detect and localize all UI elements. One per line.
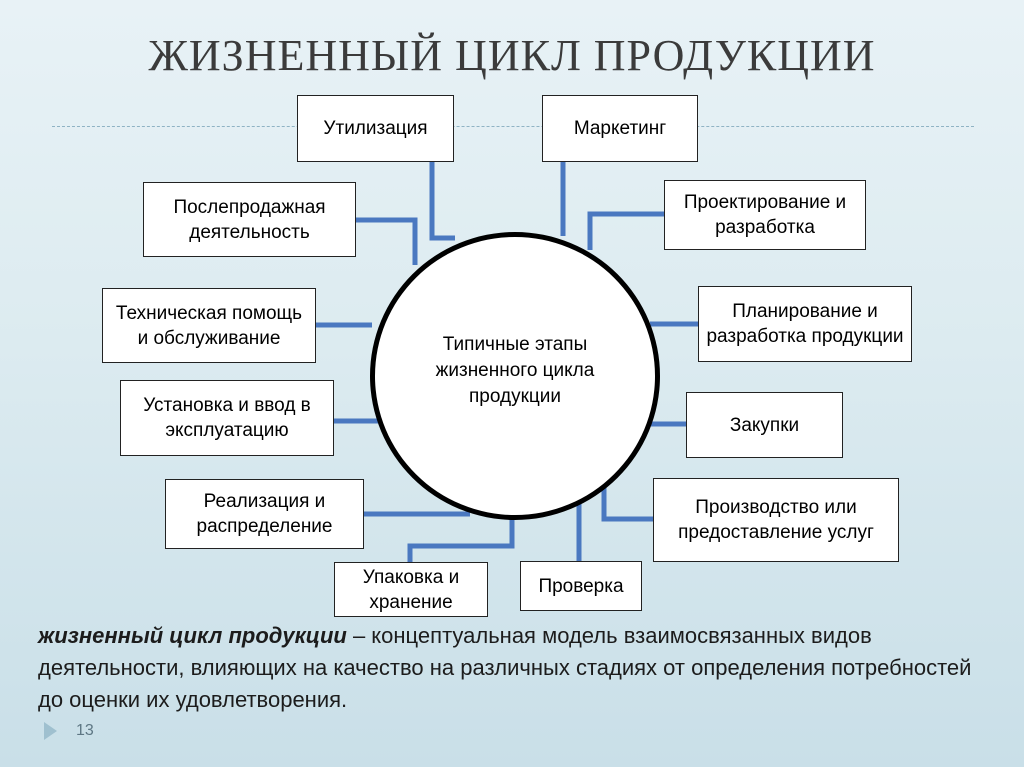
stage-installation: Установка и ввод в эксплуатацию: [120, 380, 334, 456]
definition-body: – концептуальная модель взаимосвязанных …: [38, 623, 972, 712]
stage-production: Производство или предоставление услуг: [653, 478, 899, 562]
stage-marketing: Маркетинг: [542, 95, 698, 162]
connector-design: [587, 211, 664, 250]
stage-inspection: Проверка: [520, 561, 642, 611]
slide-arrow-icon: [44, 722, 57, 740]
center-circle-label: Типичные этапы жизненного цикла продукци…: [435, 334, 595, 407]
stage-packaging: Упаковка и хранение: [334, 562, 488, 617]
connector-utilization: [429, 162, 455, 241]
stage-after-sales: Послепродажная деятельность: [143, 182, 356, 257]
slide-title: ЖИЗНЕННЫЙ ЦИКЛ ПРОДУКЦИИ: [148, 31, 876, 80]
stage-planning: Планирование и разработка продукции: [698, 286, 912, 362]
page-number: 13: [76, 722, 94, 739]
title-divider: [52, 126, 974, 127]
stage-tech-support: Техническая помощь и обслуживание: [102, 288, 316, 363]
definition-term: жизненный цикл продукции: [38, 623, 347, 648]
stage-design: Проектирование и разработка: [664, 180, 866, 250]
connector-packaging: [407, 516, 515, 562]
connector-after-sales: [356, 217, 418, 265]
center-circle: [370, 232, 660, 520]
definition-text: жизненный цикл продукции – концептуальна…: [38, 620, 988, 716]
stage-procurement: Закупки: [686, 392, 843, 458]
stage-sales: Реализация и распределение: [165, 479, 364, 549]
stage-utilization: Утилизация: [297, 95, 454, 162]
